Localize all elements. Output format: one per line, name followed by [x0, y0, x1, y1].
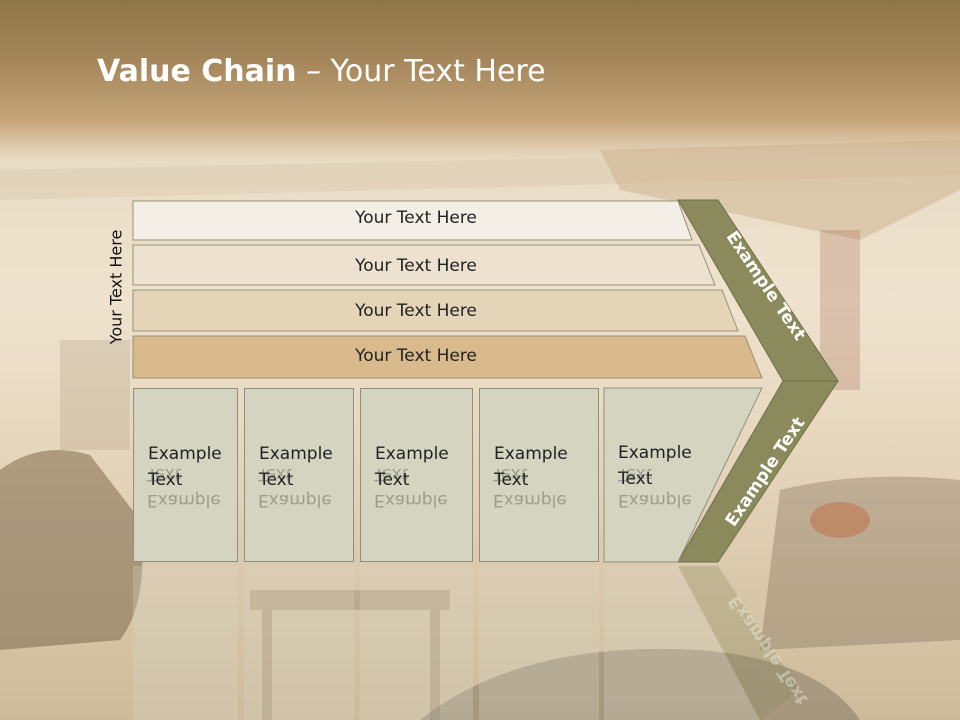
row-bar-2: [132, 244, 716, 286]
activity-box-2-line1: Example: [259, 444, 333, 464]
activity-box-2-line2: Text: [259, 470, 294, 490]
activity-box-4-line2: Text: [494, 470, 529, 490]
reflection-4-line2: Text: [493, 464, 528, 484]
title-separator: –: [296, 54, 331, 89]
activity-box-2: Example Text: [244, 388, 354, 562]
row-bar-3: [132, 289, 739, 332]
title-bold: Value Chain: [97, 54, 297, 89]
row-label-3: Your Text Here: [355, 301, 477, 321]
activity-box-3-line1: Example: [375, 444, 449, 464]
reflection-1-line2: Text: [147, 464, 182, 484]
activity-box-1: Example Text: [133, 388, 238, 562]
reflection-3-line1: Example: [374, 490, 448, 510]
activity-box-5-line2: Text: [618, 469, 653, 489]
row-bar-1: [132, 200, 693, 241]
reflection-2-line2: Text: [258, 464, 293, 484]
activity-box-3: Example Text: [360, 388, 473, 562]
reflection-3-line2: Text: [374, 464, 409, 484]
reflection-shapes: [133, 566, 800, 720]
reflection-5-line1: Example: [618, 490, 692, 510]
activity-box-1-line1: Example: [148, 444, 222, 464]
activity-box-1-text: Example Text: [148, 441, 222, 493]
reflection-4-line1: Example: [493, 490, 567, 510]
reflection-5-line2: Text: [618, 464, 653, 484]
row-label-4: Your Text Here: [355, 346, 477, 366]
box-5-shape: [603, 387, 763, 563]
activity-box-4-line1: Example: [494, 444, 568, 464]
activity-box-4: Example Text: [479, 388, 599, 562]
activity-box-5-line1: Example: [618, 443, 692, 463]
activity-box-5-text: Example Text: [618, 440, 692, 492]
row-label-1: Your Text Here: [355, 208, 477, 228]
row-label-2: Your Text Here: [355, 256, 477, 276]
activity-box-5: Example Text: [604, 388, 704, 562]
reflection-2-line1: Example: [258, 490, 332, 510]
page-title: Value Chain – Your Text Here: [97, 54, 546, 89]
chevron-lower: [677, 380, 839, 563]
activity-box-3-line2: Text: [375, 470, 410, 490]
activity-box-3-text: Example Text: [375, 441, 449, 493]
activity-box-2-text: Example Text: [259, 441, 333, 493]
row-bar-4: [132, 335, 763, 379]
activity-box-4-text: Example Text: [494, 441, 568, 493]
title-rest: Your Text Here: [330, 54, 546, 89]
reflection-1-line1: Example: [147, 490, 221, 510]
activity-box-1-line2: Text: [148, 470, 183, 490]
